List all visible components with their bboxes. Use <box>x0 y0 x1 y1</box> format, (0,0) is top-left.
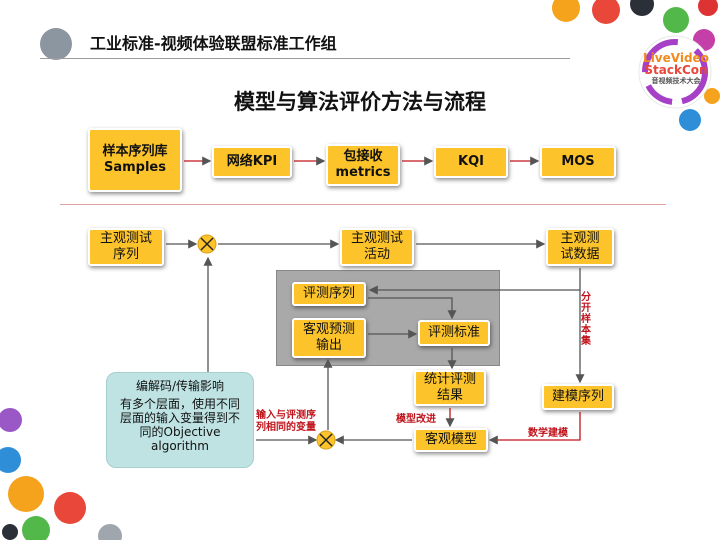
arrow-data-evalseq <box>370 268 580 290</box>
arrow-modeling-model <box>490 412 580 440</box>
arrow-evalseq-standard <box>368 298 452 318</box>
sum-junction-top <box>198 235 216 253</box>
sum-junction-bottom <box>317 431 335 449</box>
